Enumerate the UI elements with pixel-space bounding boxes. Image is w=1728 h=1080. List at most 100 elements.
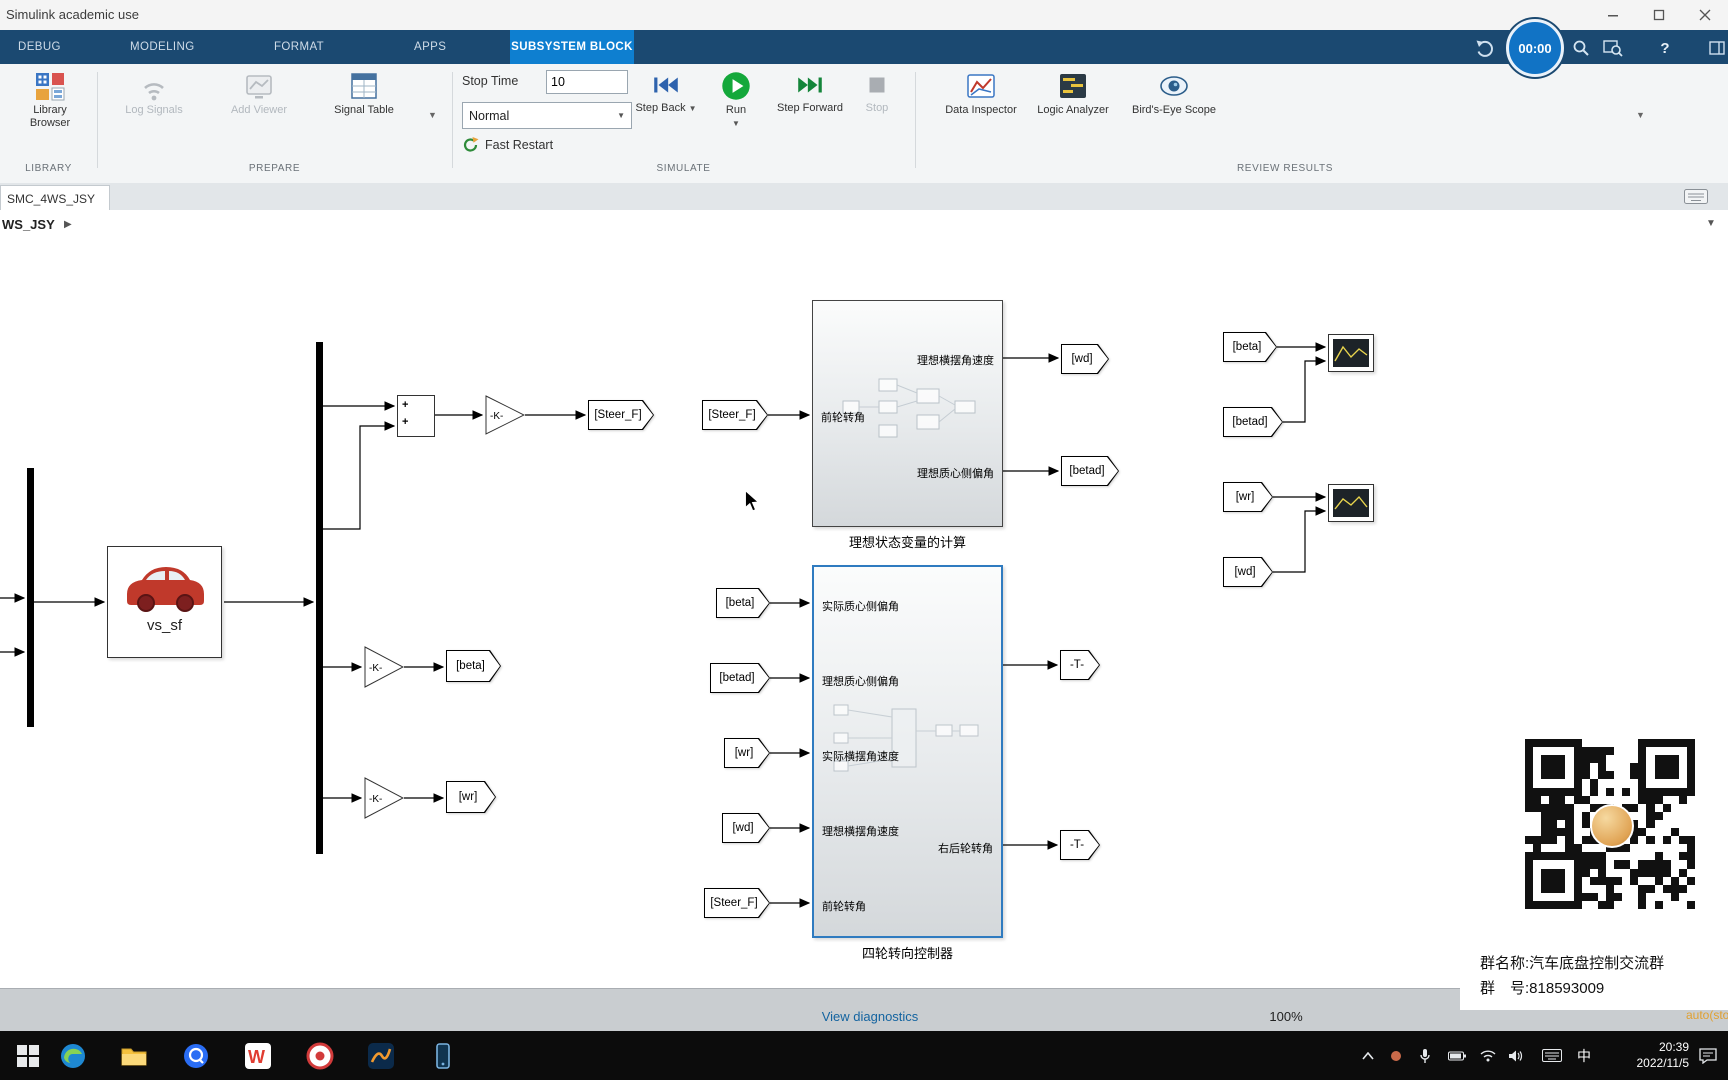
breadcrumb-dropdown-caret[interactable]: ▼ bbox=[1706, 218, 1716, 229]
search-button[interactable] bbox=[1570, 37, 1592, 59]
ime-indicator[interactable]: 中 bbox=[1570, 1031, 1598, 1080]
tag-label: [Steer_F] bbox=[710, 897, 758, 909]
from-tag-beta-ctrl[interactable]: [beta] bbox=[716, 588, 770, 618]
mux-bar-left[interactable] bbox=[27, 468, 34, 727]
signal-table-button[interactable]: Signal Table bbox=[322, 70, 406, 117]
scope-block-yaw[interactable] bbox=[1328, 484, 1374, 522]
zoom-region-button[interactable] bbox=[1602, 37, 1624, 59]
quark-browser-icon bbox=[184, 1043, 208, 1068]
from-tag-beta-scope[interactable]: [beta] bbox=[1223, 332, 1277, 362]
tray-chevron-up-button[interactable] bbox=[1356, 1031, 1380, 1080]
birds-eye-scope-icon bbox=[1160, 76, 1188, 96]
terminator-tag-2[interactable]: -T- bbox=[1060, 830, 1100, 860]
taskbar-browser-q-button[interactable] bbox=[168, 1031, 224, 1080]
battery-icon bbox=[1448, 1051, 1466, 1060]
tray-color-dot-button[interactable] bbox=[1384, 1031, 1408, 1080]
step-forward-button[interactable]: Step Forward bbox=[772, 70, 848, 115]
section-divider bbox=[452, 72, 453, 168]
speaker-icon bbox=[1509, 1050, 1523, 1061]
from-tag-wr-ctrl[interactable]: [wr] bbox=[724, 738, 770, 768]
tray-microphone-button[interactable] bbox=[1412, 1031, 1438, 1080]
demux-bar[interactable] bbox=[316, 342, 323, 854]
undo-button[interactable] bbox=[1474, 37, 1496, 59]
signal-table-icon bbox=[351, 73, 377, 99]
goto-tag-beta[interactable]: [beta] bbox=[446, 650, 501, 682]
model-canvas[interactable]: vs_sf + + -K- -K- -K- [Steer_F] [Steer_F… bbox=[0, 240, 1728, 988]
subsystem-ideal-state[interactable]: 理想横摆角速度 前轮转角 理想质心侧偏角 bbox=[812, 300, 1003, 527]
goto-tag-wr[interactable]: [wr] bbox=[446, 781, 496, 813]
data-inspector-button[interactable]: Data Inspector bbox=[939, 70, 1023, 117]
goto-tag-wd[interactable]: [wd] bbox=[1061, 344, 1109, 374]
from-tag-betad-ctrl[interactable]: [betad] bbox=[710, 663, 770, 693]
section-label-library: LIBRARY bbox=[25, 163, 72, 174]
maximize-button[interactable] bbox=[1636, 0, 1682, 29]
goto-tag-betad[interactable]: [betad] bbox=[1061, 456, 1119, 486]
help-button[interactable]: ? bbox=[1654, 37, 1676, 59]
step-back-button[interactable]: Step Back ▼ bbox=[630, 70, 702, 115]
from-tag-wd-ctrl[interactable]: [wd] bbox=[722, 813, 770, 843]
gain-block-steering[interactable]: -K- bbox=[485, 395, 525, 435]
taskbar-clock[interactable]: 20:39 2022/11/5 bbox=[1605, 1039, 1690, 1071]
review-expand-caret[interactable]: ▼ bbox=[1636, 110, 1645, 120]
tab-debug[interactable]: DEBUG bbox=[18, 41, 61, 53]
start-button[interactable] bbox=[0, 1031, 56, 1080]
vehicle-block[interactable]: vs_sf bbox=[107, 546, 222, 658]
view-diagnostics-link[interactable]: View diagnostics bbox=[821, 1009, 919, 1024]
terminator-tag-1[interactable]: -T- bbox=[1060, 650, 1100, 680]
minimize-button[interactable] bbox=[1590, 0, 1636, 29]
tray-touch-keyboard-button[interactable] bbox=[1538, 1031, 1566, 1080]
taskbar-edge-button[interactable] bbox=[45, 1031, 101, 1080]
close-button[interactable] bbox=[1682, 0, 1728, 29]
log-signals-button[interactable]: Log Signals bbox=[112, 70, 196, 117]
port-label-ideal-yaw-in: 理想横摆角速度 bbox=[822, 826, 899, 838]
data-inspector-icon bbox=[967, 74, 995, 98]
taskbar-player-button[interactable] bbox=[292, 1031, 348, 1080]
birds-eye-scope-button[interactable]: Bird's-Eye Scope bbox=[1128, 70, 1220, 117]
document-tab[interactable]: SMC_4WS_JSY bbox=[0, 185, 111, 211]
tab-modeling[interactable]: MODELING bbox=[130, 41, 195, 53]
simulation-time-badge[interactable]: 00:00 bbox=[1506, 19, 1564, 77]
property-inspector-button[interactable] bbox=[1684, 189, 1708, 204]
action-center-button[interactable] bbox=[1692, 1031, 1724, 1080]
signal-wires[interactable] bbox=[0, 240, 1728, 988]
taskbar-file-explorer-button[interactable] bbox=[106, 1031, 162, 1080]
prepare-expand-caret[interactable]: ▼ bbox=[428, 110, 437, 120]
log-signals-label: Log Signals bbox=[125, 104, 183, 116]
tab-subsystem-block[interactable]: SUBSYSTEM BLOCK bbox=[510, 30, 634, 64]
taskbar-matlab-button[interactable] bbox=[353, 1031, 409, 1080]
tray-volume-button[interactable] bbox=[1503, 1031, 1529, 1080]
from-tag-steer-ctrl[interactable]: [Steer_F] bbox=[704, 888, 770, 918]
simulation-mode-select[interactable]: Normal ▼ bbox=[462, 102, 632, 129]
corner-note: auto(sto bbox=[1686, 1008, 1728, 1022]
fast-restart-label: Fast Restart bbox=[485, 137, 554, 152]
from-tag-wd-scope[interactable]: [wd] bbox=[1223, 557, 1273, 587]
sum-block[interactable]: + + bbox=[397, 395, 435, 437]
taskbar-wps-button[interactable]: W bbox=[230, 1031, 286, 1080]
from-tag-wr-scope[interactable]: [wr] bbox=[1223, 482, 1273, 512]
ribbon-options-button[interactable] bbox=[1706, 37, 1728, 59]
taskbar-phone-button[interactable] bbox=[415, 1031, 471, 1080]
logic-analyzer-button[interactable]: Logic Analyzer bbox=[1031, 70, 1115, 117]
breadcrumb[interactable]: WS_JSY bbox=[2, 217, 55, 232]
from-tag-steer-f[interactable]: [Steer_F] bbox=[702, 400, 768, 430]
scope-block-beta[interactable] bbox=[1328, 334, 1374, 372]
gain-block-wr[interactable]: -K- bbox=[364, 777, 404, 819]
qr-code bbox=[1519, 733, 1701, 915]
tray-network-button[interactable] bbox=[1475, 1031, 1501, 1080]
goto-tag-steer-f[interactable]: [Steer_F] bbox=[588, 400, 654, 430]
tab-apps[interactable]: APPS bbox=[414, 41, 447, 53]
run-button[interactable]: Run▼ bbox=[706, 70, 766, 130]
add-viewer-button[interactable]: Add Viewer bbox=[217, 70, 301, 117]
library-browser-button[interactable]: Library Browser bbox=[12, 70, 88, 130]
from-tag-betad-scope[interactable]: [betad] bbox=[1223, 407, 1283, 437]
stop-button[interactable]: Stop bbox=[850, 70, 904, 115]
tray-battery-button[interactable] bbox=[1443, 1031, 1471, 1080]
port-label-rear-angle-out: 右后轮转角 bbox=[938, 843, 993, 855]
gain-block-beta[interactable]: -K- bbox=[364, 646, 404, 688]
fast-restart-toggle[interactable]: Fast Restart bbox=[462, 136, 553, 153]
tab-format[interactable]: FORMAT bbox=[274, 41, 325, 53]
stop-time-input[interactable] bbox=[546, 70, 628, 94]
subsystem-4ws-controller[interactable]: 实际质心侧偏角 理想质心侧偏角 实际横摆角速度 理想横摆角速度 前轮转角 右后轮… bbox=[812, 565, 1003, 938]
qq-group-panel: 群名称:汽车底盘控制交流群 群 号:818593009 bbox=[1460, 948, 1728, 1010]
document-tab-label: SMC_4WS_JSY bbox=[7, 191, 96, 206]
